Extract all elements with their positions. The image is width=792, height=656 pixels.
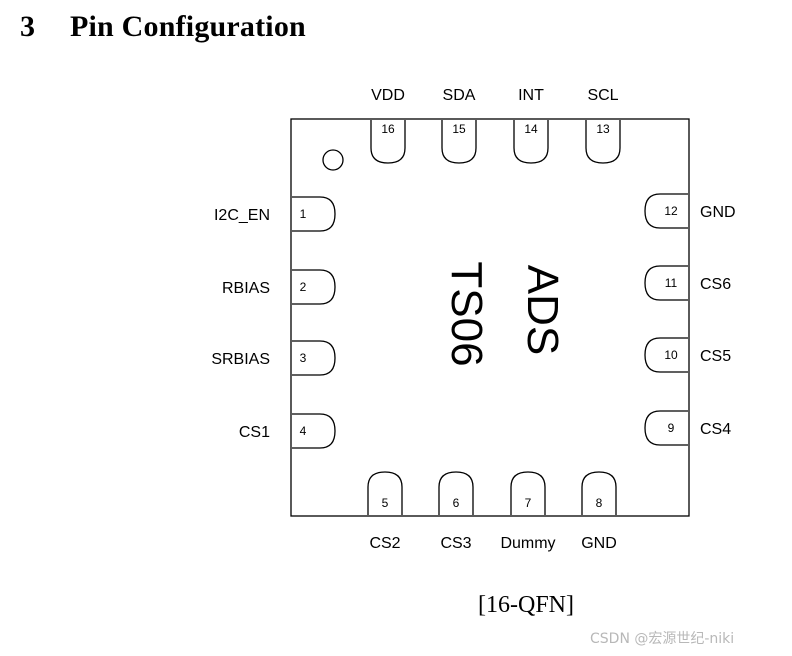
section-title: Pin Configuration [70,10,306,43]
pin-number-14: 14 [524,122,538,136]
pin-number-13: 13 [596,122,610,136]
left-pins: 1 I2C_EN 2 RBIAS 3 SRBIAS 4 CS1 [211,196,336,449]
pin-label-8: GND [581,535,617,552]
pin-pad-9 [644,410,688,446]
pin-pad-5 [367,471,403,515]
pin-number-9: 9 [668,421,675,435]
pin-label-13: SCL [587,87,618,104]
pin-pad-3 [292,340,336,376]
pin1-marker-circle [322,149,344,171]
pin-number-4: 4 [300,424,307,438]
pin-number-11: 11 [665,276,678,290]
pin-label-10: CS5 [700,348,731,365]
pin-pad-13 [585,120,621,164]
pin-pad-10 [644,337,688,373]
pin-number-7: 7 [525,496,532,510]
pin-label-5: CS2 [369,535,400,552]
pin-label-6: CS3 [440,535,471,552]
pin-label-3: SRBIAS [211,351,270,368]
package-caption: [16-QFN] [478,592,574,618]
pin-number-16: 16 [381,122,395,136]
pin-label-12: GND [700,204,736,221]
section-heading: 3 Pin Configuration [20,10,306,44]
pin-pad-6 [438,471,474,515]
watermark: CSDN @宏源世纪-niki [590,631,735,647]
pin-label-16: VDD [371,87,405,104]
pin-number-1: 1 [300,207,307,221]
pin-pad-16 [370,120,406,164]
pin-number-10: 10 [664,348,678,362]
pin-number-15: 15 [452,122,466,136]
chip-marking-line1: ADS [518,265,567,355]
pin-number-6: 6 [453,496,460,510]
pin-label-15: SDA [443,87,476,104]
pin-label-11: CS6 [700,276,731,293]
package-outline [290,118,690,517]
pin-pad-7 [510,471,546,515]
pin-pad-8 [581,471,617,515]
pin-number-3: 3 [300,351,307,365]
pin-pad-2 [292,269,336,305]
pin-label-4: CS1 [239,424,270,441]
pin-number-12: 12 [664,204,678,218]
pin-label-2: RBIAS [222,280,270,297]
pin-label-1: I2C_EN [214,207,270,224]
pin-number-2: 2 [300,280,307,294]
pin-pad-11 [644,265,688,301]
pin-pad-14 [513,120,549,164]
pin-number-5: 5 [382,496,389,510]
chip-marking-line2: TS06 [442,261,491,366]
pin-pad-15 [441,120,477,164]
pin-pad-4 [292,413,336,449]
section-number: 3 [20,10,36,43]
top-pins: 16 VDD 15 SDA 14 INT 13 SCL [370,87,621,164]
pin-number-8: 8 [596,496,603,510]
right-pins: 12 GND 11 CS6 10 CS5 9 CS4 [644,193,736,446]
pin-pad-1 [292,196,336,232]
pin-label-7: Dummy [500,535,555,552]
pin-pad-12 [644,193,688,229]
pin-label-14: INT [518,87,544,104]
pin-label-9: CS4 [700,421,731,438]
